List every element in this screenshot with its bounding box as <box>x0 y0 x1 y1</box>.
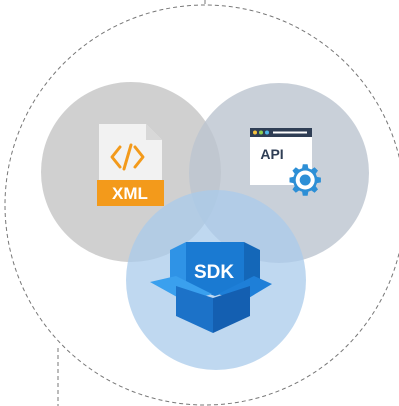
api-window-gear-icon: API <box>250 128 321 196</box>
sdk-box-icon: SDK <box>150 242 272 333</box>
sdk-label: SDK <box>194 262 234 283</box>
gear-icon <box>289 164 321 196</box>
api-label: API <box>260 146 283 162</box>
xml-file-icon: XML <box>97 124 164 206</box>
xml-label: XML <box>112 184 148 203</box>
